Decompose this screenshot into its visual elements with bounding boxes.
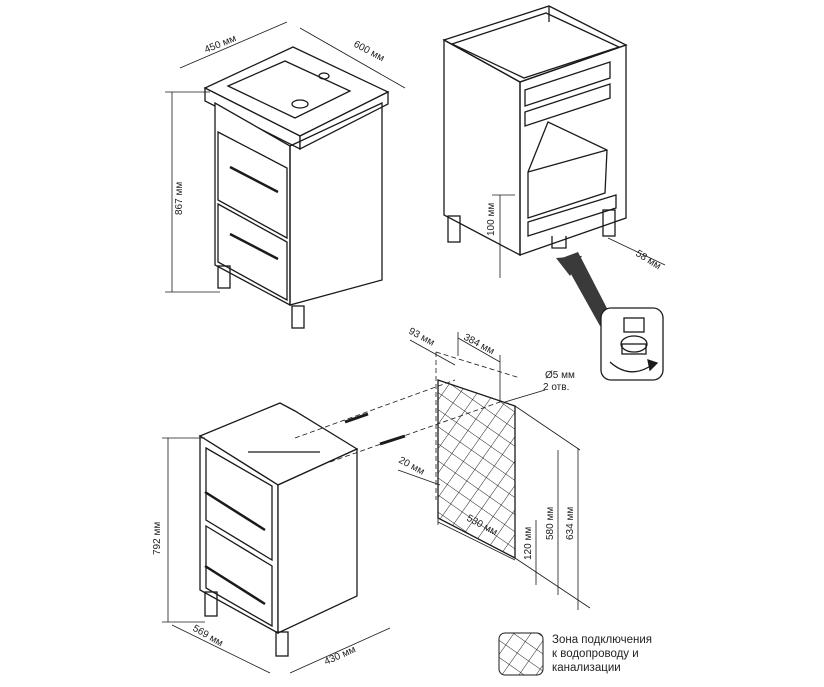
- zoom-arrowhead: [556, 256, 582, 276]
- hole-count-label: 2 отв.: [543, 382, 569, 393]
- legend-swatch: [498, 632, 544, 676]
- zone-height-label: 580 мм: [545, 507, 556, 540]
- leg-adjust-detail: [609, 317, 659, 373]
- zone-bottom-label: 120 мм: [523, 527, 534, 560]
- top-width-label: 450 мм: [203, 33, 238, 56]
- top-drawer-front: [217, 130, 288, 240]
- top-height-label: 867 мм: [174, 182, 185, 215]
- bottom-cabinet-dimensions: [162, 437, 391, 674]
- basin-bowl: [226, 60, 352, 119]
- frame-dimensions: [492, 194, 666, 278]
- hole-offset-left-label: 93 мм: [407, 326, 437, 349]
- legend-line-1: Зона подключения: [552, 634, 652, 646]
- zoom-arrow: [562, 252, 612, 326]
- bottom-height-label: 792 мм: [152, 522, 163, 555]
- leg-height-label: 100 мм: [486, 203, 497, 236]
- wall-outline: [435, 351, 521, 500]
- zone-dimensions: [397, 332, 591, 610]
- adjustable-foot: [551, 236, 567, 249]
- cabinet-body: [198, 402, 359, 657]
- hole-spacing-label: 384 мм: [462, 332, 497, 357]
- upper-drawer-front: [205, 446, 273, 562]
- top-cabinet-dimensions: [165, 21, 406, 293]
- legend-line-3: канализации: [552, 662, 621, 674]
- cabinet-with-sink: [203, 46, 390, 329]
- drain-hole: [291, 99, 309, 109]
- wall-anchors: [294, 379, 501, 463]
- faucet-hole: [318, 72, 330, 80]
- bottom-drawer-front: [217, 202, 288, 302]
- legend-line-2: к водопроводу и: [552, 648, 639, 660]
- bottom-drawer-handle: [229, 232, 279, 261]
- lower-drawer-handle: [204, 564, 266, 606]
- legend: Зона подключения к водопроводу и канализ…: [552, 633, 652, 675]
- connection-zone: [437, 379, 516, 560]
- top-drawer-handle: [229, 165, 279, 194]
- hole-diameter-label: Ø5 мм: [545, 370, 575, 381]
- leg-offset-label: 58 мм: [633, 248, 662, 272]
- bottom-width-label: 430 мм: [323, 644, 358, 668]
- upper-drawer-handle: [204, 490, 266, 532]
- hole-height-label: 634 мм: [565, 507, 576, 540]
- cabinet-frame-open: [442, 5, 628, 257]
- zone-offset-label: 20 мм: [397, 455, 427, 478]
